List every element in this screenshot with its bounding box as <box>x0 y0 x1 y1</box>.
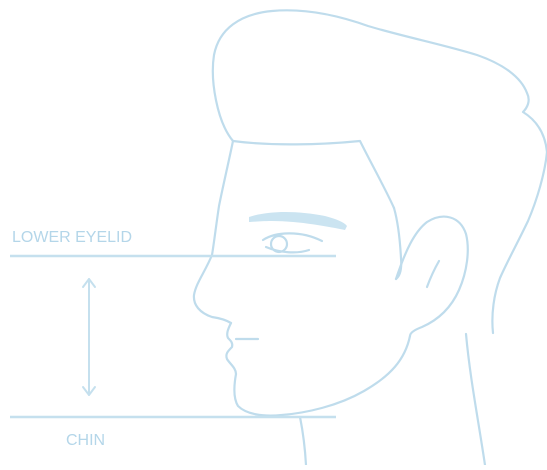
eye-iris <box>271 236 287 252</box>
cheek-contour <box>394 208 401 279</box>
chin-label: CHIN <box>66 432 105 450</box>
lower-eyelid-label: LOWER EYELID <box>12 229 132 247</box>
jaw-outline <box>234 336 410 416</box>
lips-outline <box>226 323 236 374</box>
hair-outline <box>213 10 547 152</box>
neck-front <box>300 417 306 465</box>
ear-inner <box>427 261 439 287</box>
eyebrow <box>249 212 347 230</box>
back-of-head <box>492 152 547 333</box>
face-front-outline <box>194 141 233 323</box>
hairline <box>233 141 394 208</box>
neck-back <box>466 334 485 465</box>
